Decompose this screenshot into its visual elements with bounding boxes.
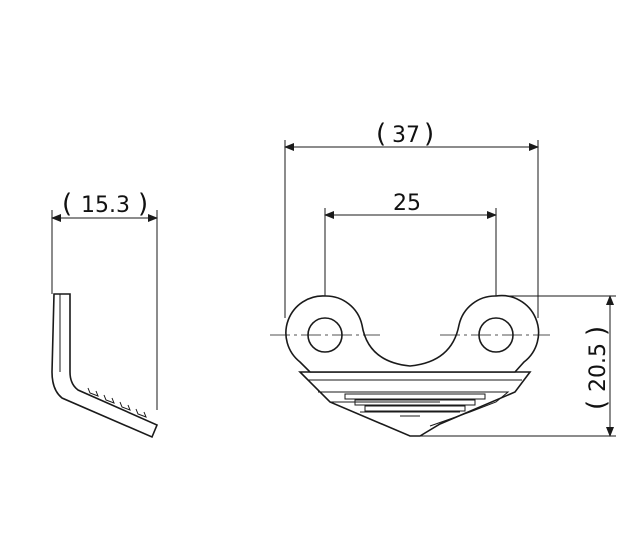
flange	[285, 294, 540, 373]
base-plate-edge-2	[318, 391, 510, 427]
overall-width-paren-open: (	[376, 119, 386, 149]
side-notch-1	[87, 387, 99, 397]
height-label-group: ( 20.5 )	[582, 326, 612, 410]
side-notch-4	[135, 408, 147, 418]
overall-width-paren-close: )	[424, 119, 434, 149]
side-width-label: 15.3	[81, 193, 130, 218]
teeth-band-1	[344, 393, 486, 400]
height-label: 20.5	[586, 343, 611, 392]
base-plate	[298, 371, 532, 437]
side-notch-3	[119, 401, 131, 411]
teeth-band-3	[364, 405, 466, 412]
overall-width-label: 37	[392, 123, 420, 148]
side-notch-2	[103, 394, 115, 404]
hole-spacing-label: 25	[393, 191, 421, 216]
height-paren-close: )	[582, 326, 612, 336]
side-width-paren-open: (	[62, 189, 72, 219]
teeth-band-2	[354, 399, 476, 406]
height-paren-open: (	[582, 400, 612, 410]
side-view: ( 15.3 )	[51, 189, 159, 439]
front-view: ( 37 ) 25 ( 20.5 )	[270, 119, 616, 437]
side-width-paren-close: )	[138, 189, 148, 219]
side-profile	[51, 293, 159, 439]
